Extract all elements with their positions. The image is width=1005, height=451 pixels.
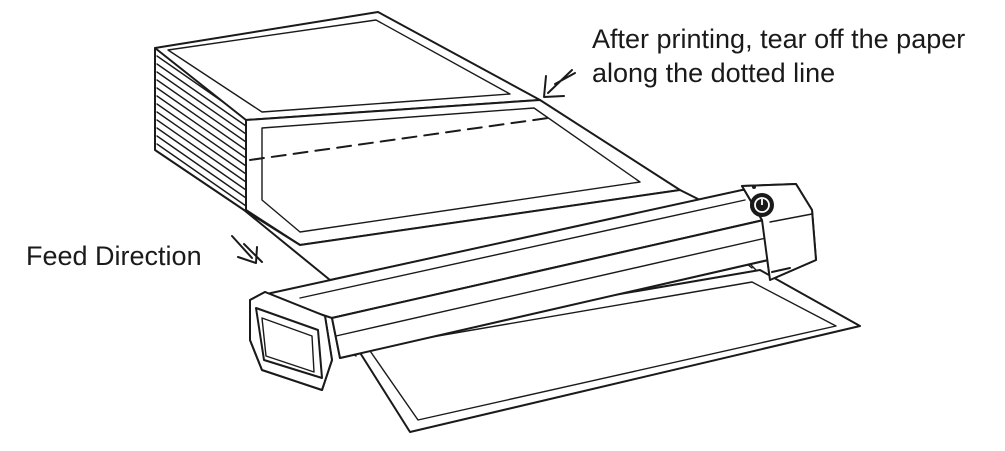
paper-stack — [154, 11, 701, 281]
arrow-down-left-icon — [543, 69, 576, 98]
tear-line — [249, 117, 549, 161]
tear-instruction-line-2: along the dotted line — [592, 58, 836, 88]
arrow-down-right-icon — [231, 235, 263, 264]
tear-instruction-line-1: After printing, tear off the paper — [592, 24, 966, 54]
feed-direction-label: Feed Direction — [26, 241, 202, 271]
tear-instruction-label: After printing, tear off the paper along… — [592, 22, 965, 90]
